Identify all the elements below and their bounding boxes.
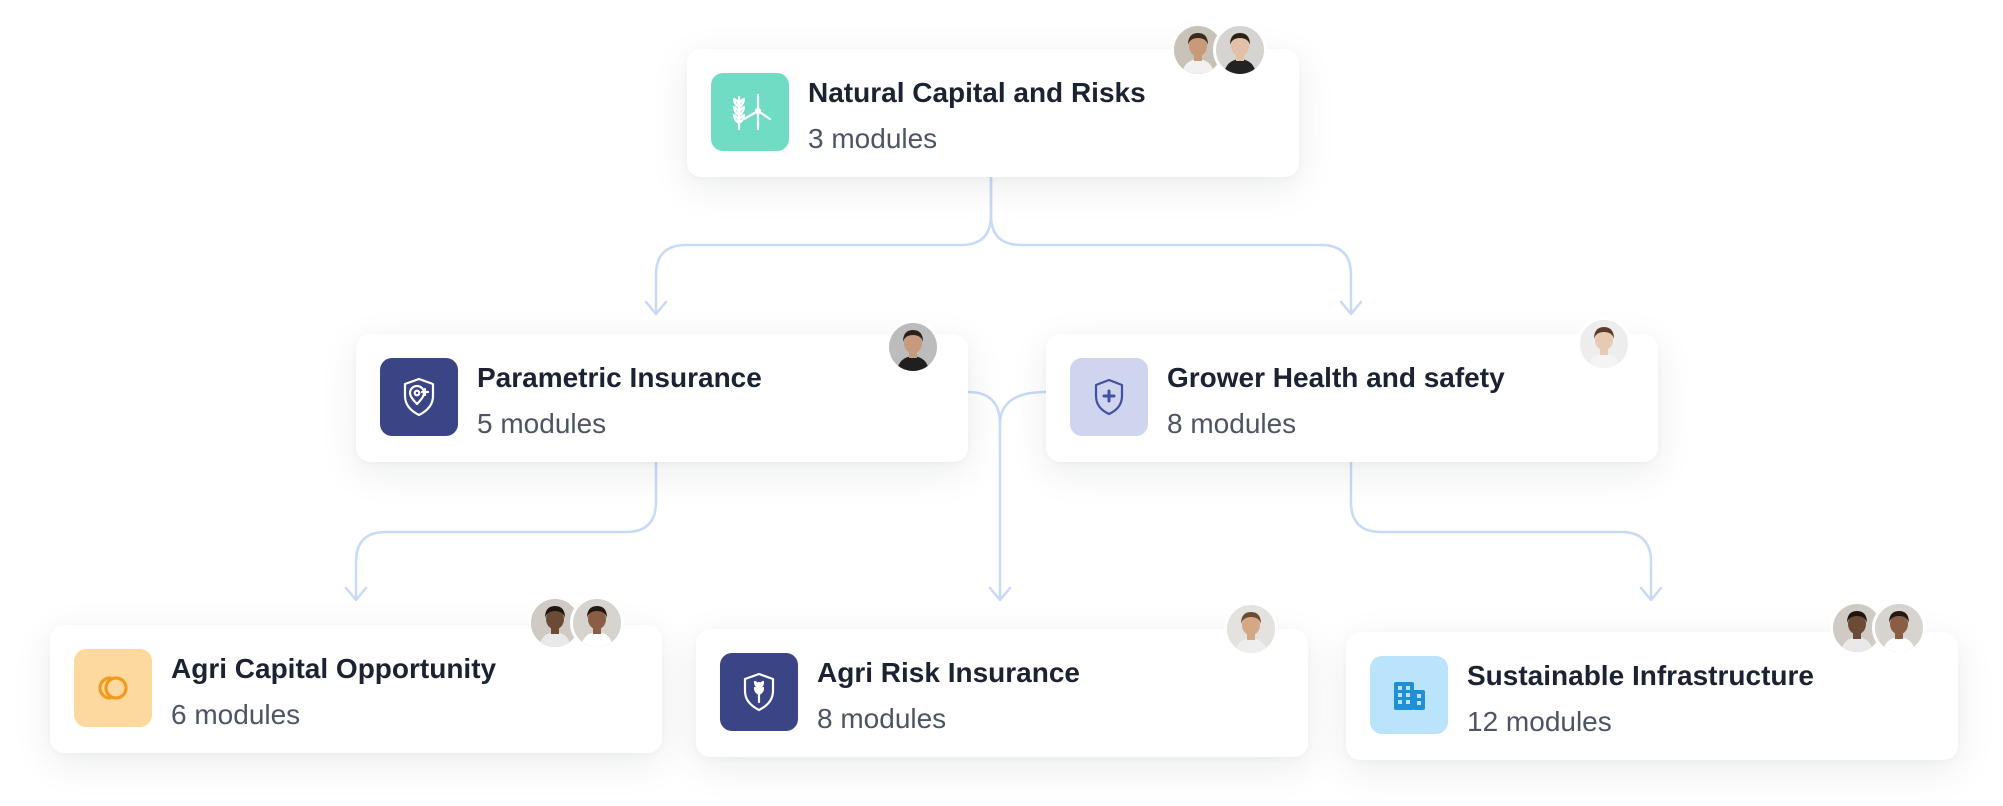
avatar-group: [1577, 317, 1631, 371]
node-card-parametric-insurance[interactable]: Parametric Insurance 5 modules: [356, 334, 968, 462]
node-card-grower-health[interactable]: Grower Health and safety 8 modules: [1046, 334, 1658, 462]
avatar: [1577, 317, 1631, 371]
arrowhead: [344, 586, 368, 602]
avatar: [886, 320, 940, 374]
connector-parametric-to-agri-capital: [354, 460, 658, 600]
module-count: 8 modules: [1167, 408, 1297, 439]
arrowhead: [1339, 300, 1363, 316]
icon-tile: [74, 649, 152, 727]
arrowhead: [1639, 586, 1663, 602]
avatar-group: [528, 596, 624, 650]
avatar: [1872, 601, 1926, 655]
connector-grower-to-sustainable: [1349, 460, 1653, 600]
icon-tile: [1070, 358, 1148, 436]
icon-tile: [720, 653, 798, 731]
node-title: Sustainable Infrastructure: [1467, 660, 1814, 691]
avatar: [1213, 23, 1267, 77]
node-title: Agri Capital Opportunity: [171, 653, 497, 684]
arrowhead: [988, 586, 1012, 602]
icon-tile: [1370, 656, 1448, 734]
node-title: Natural Capital and Risks: [808, 77, 1146, 108]
avatar: [570, 596, 624, 650]
shield-plus-icon: [1094, 378, 1124, 416]
avatar-group: [1830, 601, 1926, 655]
connector-grower-to-agri-risk: [998, 390, 1048, 426]
shield-location-icon: [403, 377, 435, 417]
node-title: Grower Health and safety: [1167, 362, 1505, 393]
avatar: [1224, 602, 1278, 656]
module-count: 8 modules: [817, 703, 947, 734]
avatar-group: [1224, 602, 1278, 656]
module-count: 6 modules: [171, 699, 301, 730]
module-count: 3 modules: [808, 123, 938, 154]
connector-root-to-grower: [989, 176, 1353, 314]
buildings-icon: [1394, 682, 1425, 710]
wheat-wind-turbine-icon: [732, 93, 772, 131]
avatar-group: [886, 320, 940, 374]
connector-root-to-parametric: [654, 176, 993, 314]
module-count: 12 modules: [1467, 706, 1612, 737]
shield-wheat-icon: [743, 672, 775, 712]
module-count: 5 modules: [477, 408, 607, 439]
connector-parametric-to-agri-risk: [966, 390, 1002, 600]
node-title: Agri Risk Insurance: [817, 657, 1080, 688]
linked-circles-icon: [98, 676, 128, 700]
avatar-group: [1171, 23, 1267, 77]
arrowhead: [644, 300, 668, 316]
icon-tile: [711, 73, 789, 151]
icon-tile: [380, 358, 458, 436]
node-title: Parametric Insurance: [477, 362, 762, 393]
node-card-agri-risk[interactable]: Agri Risk Insurance 8 modules: [696, 629, 1308, 757]
